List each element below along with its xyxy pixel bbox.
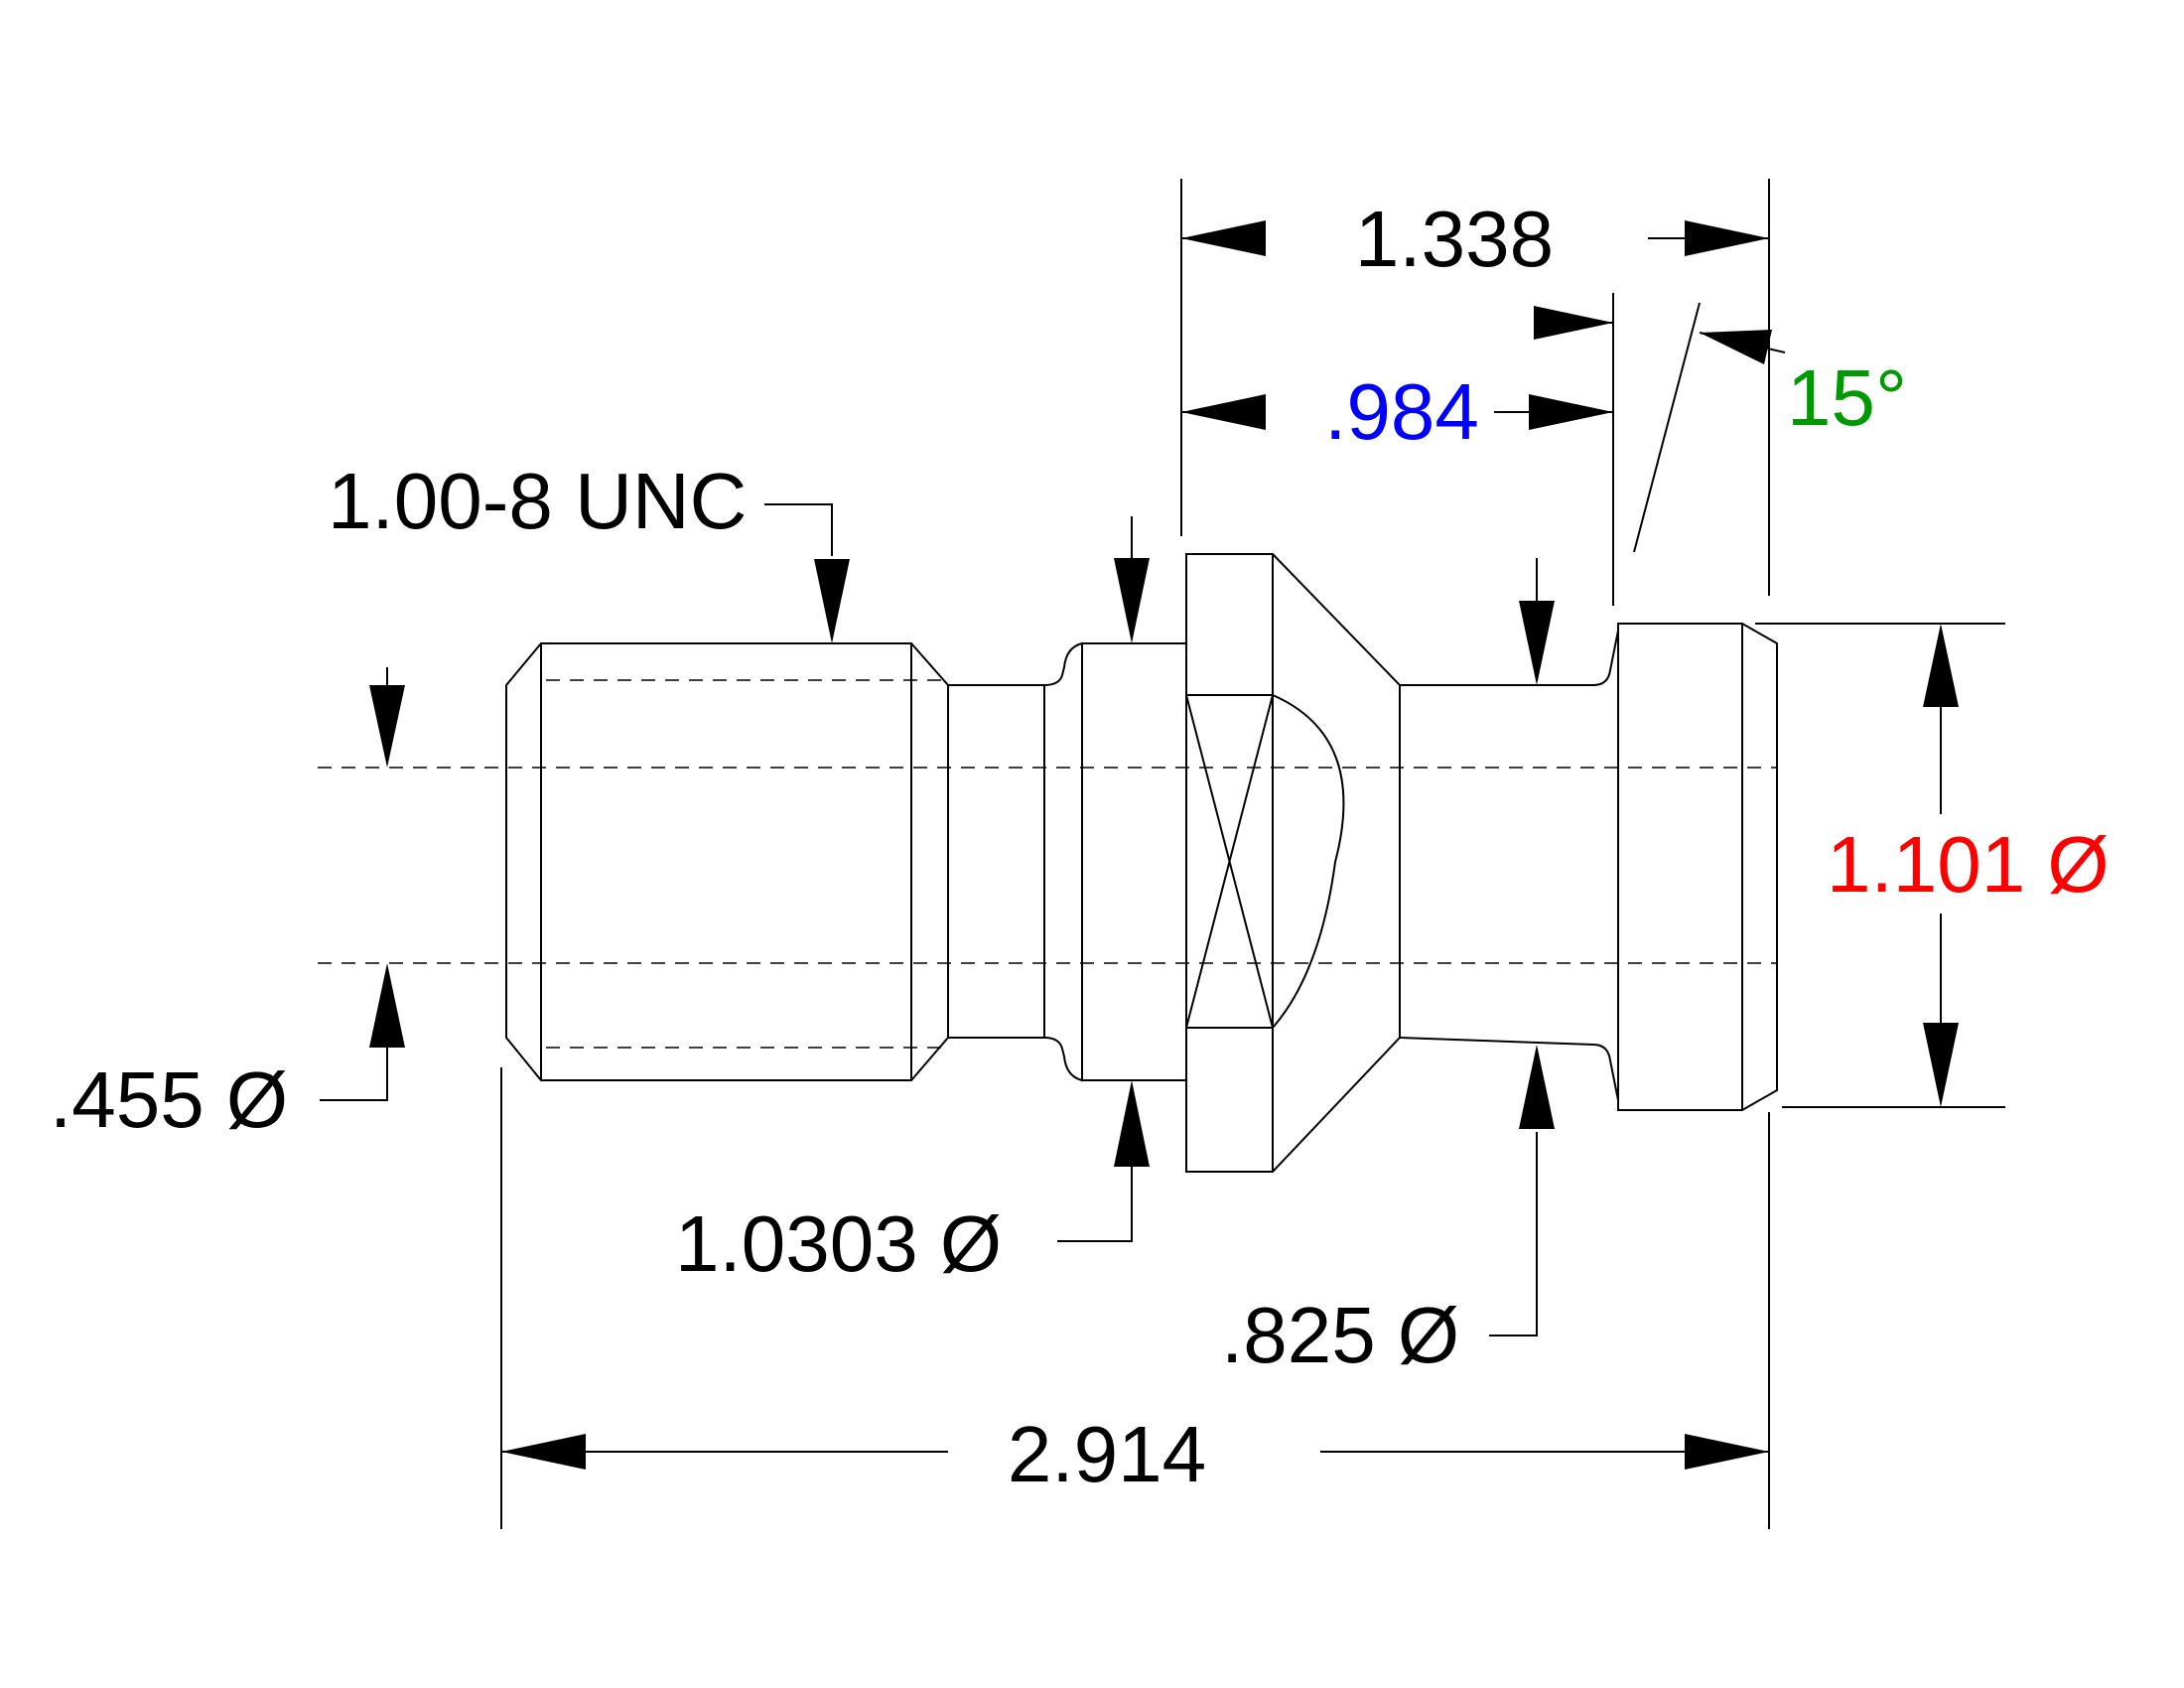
relief-neck — [948, 641, 1083, 1082]
head — [1617, 623, 1778, 1111]
dim-top-length: 1.338 — [1181, 195, 1769, 283]
overall-length-label: 2.914 — [1008, 1410, 1206, 1498]
collar — [1081, 642, 1187, 1081]
thread-label: 1.00-8 UNC — [328, 457, 747, 545]
neck-dia-label: .825 Ø — [1221, 1291, 1459, 1379]
hidden-lines — [318, 679, 1777, 1049]
part-outline — [505, 553, 1778, 1173]
head-dia-label: 1.101 Ø — [1827, 820, 2110, 909]
inner-length-label: .984 — [1324, 367, 1479, 456]
dim-angle: 15° — [1534, 306, 1907, 442]
dim-collar-dia: 1.0303 Ø — [675, 516, 1150, 1288]
top-length-label: 1.338 — [1355, 195, 1554, 283]
bore-dia-label: .455 Ø — [50, 1055, 288, 1144]
extension-lines — [500, 179, 2005, 1529]
angle-label: 15° — [1787, 353, 1907, 442]
dim-head-dia: 1.101 Ø — [1827, 624, 2110, 1107]
thread-section — [505, 642, 949, 1081]
dim-inner-length: .984 — [1181, 367, 1613, 456]
collar-dia-label: 1.0303 Ø — [675, 1199, 1002, 1288]
dim-neck-dia: .825 Ø — [1221, 558, 1555, 1379]
dim-thread: 1.00-8 UNC — [328, 457, 850, 643]
dim-bore-dia: .455 Ø — [50, 667, 405, 1144]
dim-overall-length: 2.914 — [501, 1410, 1769, 1498]
neck — [1399, 630, 1619, 1101]
flange — [1185, 553, 1401, 1173]
